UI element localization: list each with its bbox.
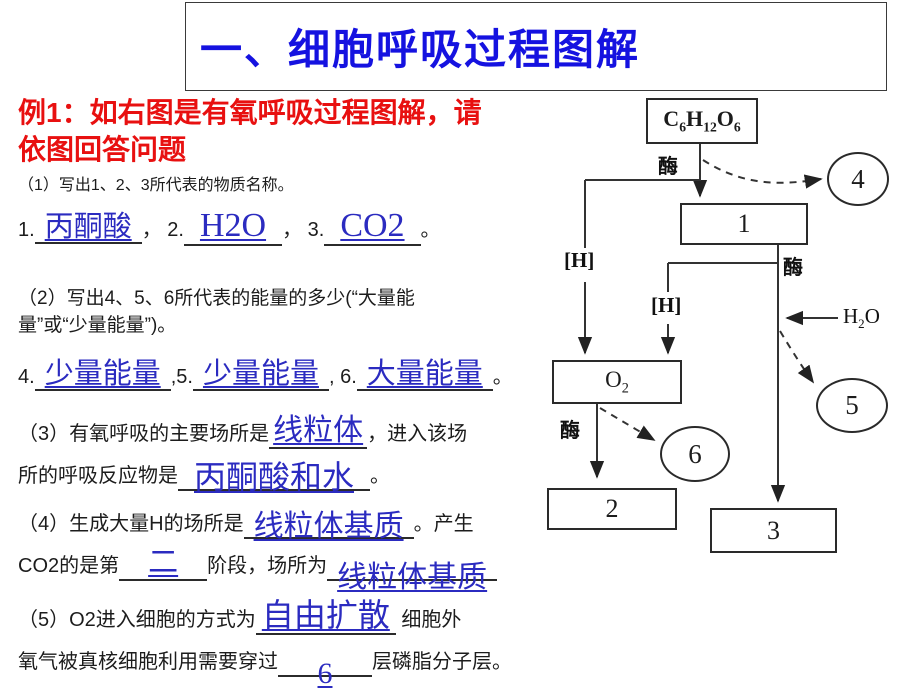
q1-sep-1: ， bbox=[141, 219, 162, 241]
example-heading-line2: 依图回答问题 bbox=[18, 134, 187, 165]
q4-answer-2: 二 bbox=[148, 546, 179, 579]
q1-num-3: 3. bbox=[307, 219, 325, 241]
q4-blank-2: 二 bbox=[119, 546, 208, 581]
q5-text-3: 层磷脂分子层。 bbox=[372, 651, 512, 673]
q3-blank-1: 线粒体 bbox=[269, 414, 368, 449]
example-heading-line1: 例1：如右图是有氧呼吸过程图解，请 bbox=[18, 97, 482, 128]
enzyme-label-2: 酶 bbox=[783, 257, 803, 279]
q4-text-3: 阶段，场所为 bbox=[207, 555, 328, 577]
q4-answer-3: 线粒体基质 bbox=[337, 561, 488, 594]
enzyme-label-3: 酶 bbox=[560, 420, 580, 442]
q4-text-2a: 。产生 bbox=[413, 513, 474, 535]
q3-blank-2: 丙酮酸和水 bbox=[178, 455, 371, 494]
glucose-box: C6H12O6 bbox=[646, 98, 758, 144]
q5-blank-2: 6 bbox=[278, 643, 372, 689]
q1-answers: 1. 丙酮酸 ， 2. H2O ， 3. CO2 。 bbox=[18, 208, 566, 252]
q5-text-2a: 细胞外 bbox=[401, 609, 462, 631]
q4-block: （4）生成大量H的场所是线粒体基质。产生 CO2的是第二阶段，场所为线粒体基质 bbox=[18, 503, 566, 593]
q3-text-1: （3）有氧呼吸的主要场所是 bbox=[18, 423, 270, 445]
q2-num-4: 4. bbox=[18, 366, 35, 388]
h2o-label: H2O bbox=[843, 304, 880, 332]
q5-text-1: （5）O2进入细胞的方式为 bbox=[18, 609, 256, 631]
q3-answer-2: 丙酮酸和水 bbox=[194, 459, 355, 495]
q5-block: （5）O2进入细胞的方式为自由扩散 细胞外 氧气被真核细胞利用需要穿过 6 层磷脂分… bbox=[18, 597, 566, 689]
energy-circle-6: 6 bbox=[660, 426, 730, 482]
q1-answer-2: H2O bbox=[199, 207, 267, 244]
q5-answer-1: 自由扩散 bbox=[261, 597, 390, 633]
energy-circle-4: 4 bbox=[827, 152, 889, 206]
stage3-box: 3 bbox=[710, 508, 837, 553]
dashed-arrow-to-circle6 bbox=[599, 407, 656, 441]
q1-num-1: 1. bbox=[18, 219, 35, 241]
q4-text-1: （4）生成大量H的场所是 bbox=[18, 513, 244, 535]
q4-text-2b: CO2的是第 bbox=[18, 555, 120, 577]
q2-answer-6: 大量能量 bbox=[366, 358, 483, 390]
q5-blank-1: 自由扩散 bbox=[255, 597, 396, 635]
page-title: 一、细胞呼吸过程图解 bbox=[200, 26, 641, 73]
example-heading: 例1：如右图是有氧呼吸过程图解，请 依图回答问题 bbox=[18, 94, 566, 168]
q2-blank-4: 少量能量 bbox=[34, 358, 171, 392]
oxygen-box: O2 bbox=[552, 360, 682, 404]
q2-num-6: 6. bbox=[340, 366, 357, 388]
q1-blank-1: 丙酮酸 bbox=[34, 211, 142, 245]
energy-circle-5: 5 bbox=[816, 378, 888, 433]
q2-sep-5: , bbox=[328, 366, 335, 388]
respiration-flow-lines bbox=[577, 144, 838, 503]
q3-text-2b: 所的呼吸反应物是 bbox=[18, 465, 178, 487]
q5-text-2b: 氧气被真核细胞利用需要穿过 bbox=[18, 651, 278, 673]
q2-answer-5: 少量能量 bbox=[202, 358, 319, 390]
q1-sep-2: ， bbox=[282, 219, 303, 241]
q2-blank-6: 大量能量 bbox=[356, 358, 493, 392]
question-column: 例1：如右图是有氧呼吸过程图解，请 依图回答问题 （1）写出1、2、3所代表的物… bbox=[18, 94, 566, 689]
q3-text-3: 。 bbox=[370, 465, 391, 487]
stage2-box: 2 bbox=[547, 488, 677, 530]
q1-answer-1: 丙酮酸 bbox=[44, 211, 132, 243]
q1-blank-2: H2O bbox=[183, 207, 283, 246]
q5-answer-2: 6 bbox=[317, 657, 333, 690]
q2-prompt-line1: （2）写出4、5、6所代表的能量的多少(“大量能 bbox=[18, 288, 415, 309]
q4-blank-3: 线粒体基质 bbox=[327, 547, 498, 593]
q4-blank-1: 线粒体基质 bbox=[243, 505, 414, 542]
q2-sep-6: 。 bbox=[492, 366, 513, 388]
dashed-arrow-to-circle5 bbox=[779, 330, 815, 384]
q1-answer-3: CO2 bbox=[340, 207, 405, 244]
stage1-box: 1 bbox=[680, 203, 808, 245]
o2-formula: O2 bbox=[605, 366, 629, 397]
h-carrier-label-2: [H] bbox=[651, 293, 682, 317]
q1-prompt: （1）写出1、2、3所代表的物质名称。 bbox=[18, 177, 294, 194]
dashed-arrow-to-circle4 bbox=[702, 159, 823, 189]
aerobic-respiration-diagram: C6H12O6 酶 1 4 [H] 酶 [H] H2O 5 O2 酶 6 2 3 bbox=[540, 90, 920, 590]
q2-answers: 4.少量能量,5.少量能量, 6.大量能量。 bbox=[18, 355, 566, 399]
glucose-formula: C6H12O6 bbox=[663, 106, 741, 135]
enzyme-label-1: 酶 bbox=[658, 156, 678, 178]
q1-sep-3: 。 bbox=[420, 219, 441, 241]
q2-answer-4: 少量能量 bbox=[44, 358, 161, 390]
q1-blank-3: CO2 bbox=[324, 207, 421, 246]
q2-num-5: 5. bbox=[176, 366, 193, 388]
q2-sep-4: , bbox=[170, 366, 177, 388]
q1-num-2: 2. bbox=[167, 219, 184, 241]
q2-blank-5: 少量能量 bbox=[192, 358, 329, 392]
q3-answer-1: 线粒体 bbox=[273, 414, 364, 447]
h-carrier-label-1: [H] bbox=[564, 248, 595, 272]
q3-text-2a: ，进入该场 bbox=[367, 423, 468, 445]
q4-answer-1: 线粒体基质 bbox=[253, 510, 404, 543]
q3-block: （3）有氧呼吸的主要场所是线粒体，进入该场 所的呼吸反应物是丙酮酸和水。 bbox=[18, 413, 566, 497]
title-box: 一、细胞呼吸过程图解 bbox=[185, 2, 887, 91]
q2-prompt-line2: 量”或“少量能量”)。 bbox=[18, 315, 177, 336]
q2-prompt: （2）写出4、5、6所代表的能量的多少(“大量能 量”或“少量能量”)。 bbox=[18, 285, 566, 339]
